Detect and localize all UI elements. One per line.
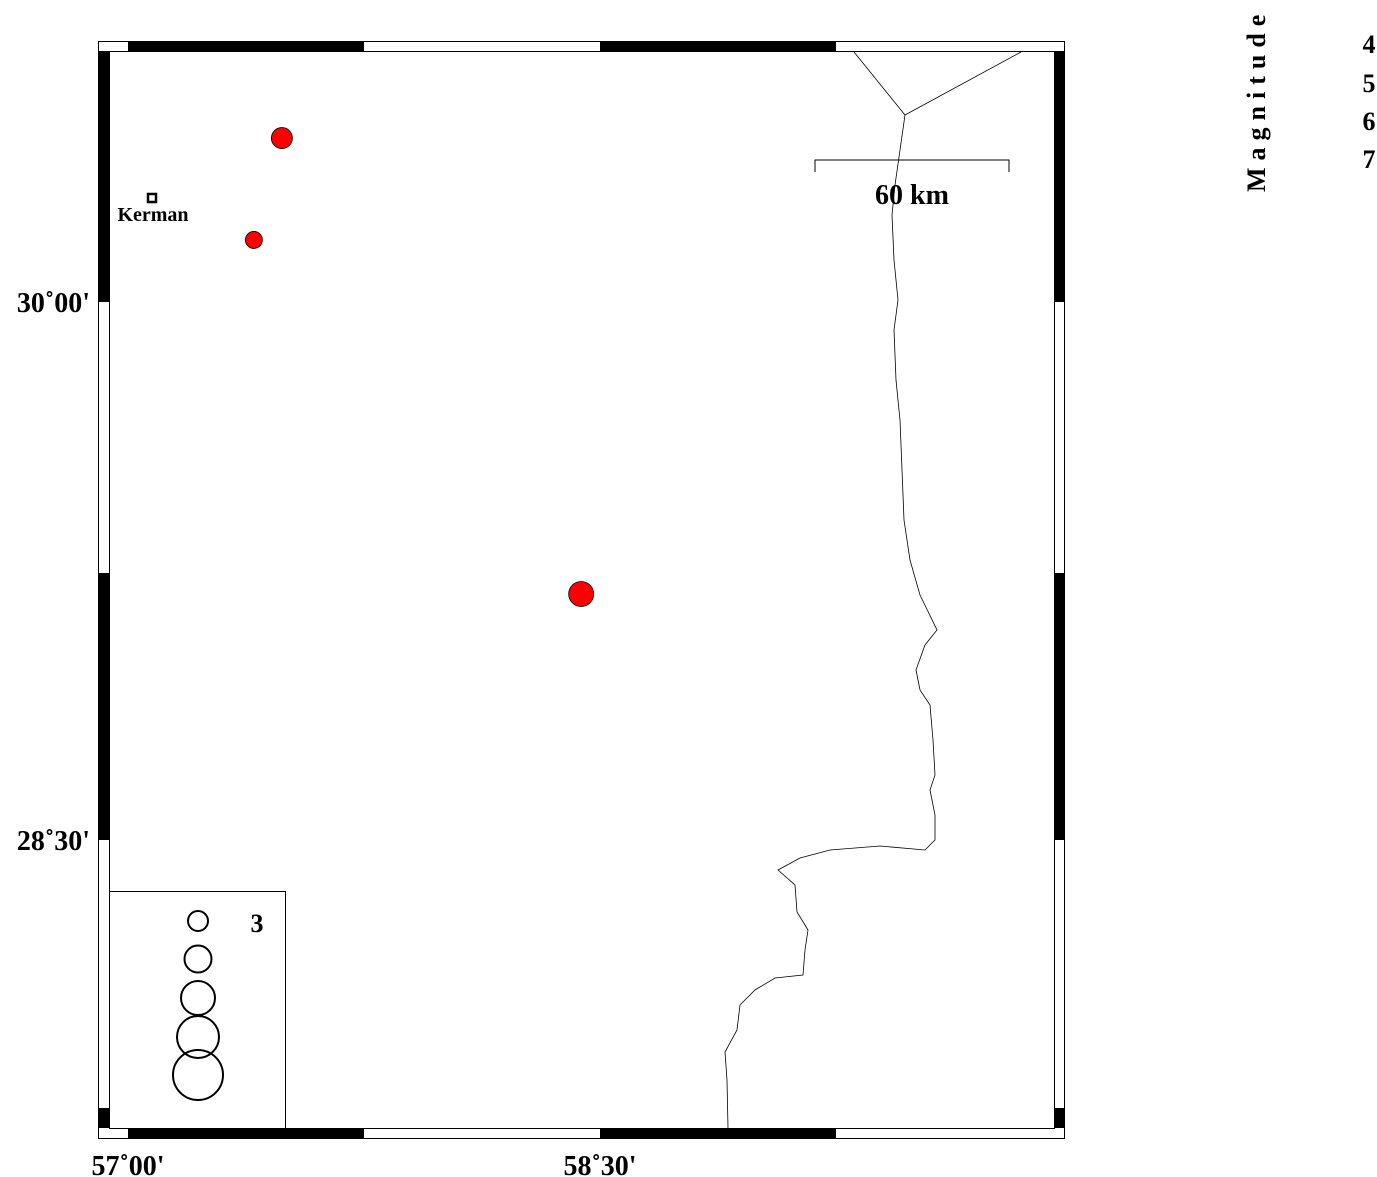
y-tick-label: 28˚30' xyxy=(17,826,90,857)
earthquake-marker xyxy=(270,127,293,149)
scale-bar: 60 km xyxy=(814,159,1010,211)
legend-label: 5 xyxy=(1363,69,1376,98)
earthquake-events xyxy=(244,127,595,607)
scale-bar-label: 60 km xyxy=(875,180,949,211)
x-tick-label: 57˚00' xyxy=(91,1151,164,1177)
city-marker-icon xyxy=(146,192,158,204)
magnitude-legend: 3 xyxy=(109,891,286,1129)
legend-title: Magnitude xyxy=(1242,8,1271,192)
city-label: Kerman xyxy=(117,204,188,226)
legend-label: 6 xyxy=(1363,107,1376,136)
legend-label: 3 xyxy=(251,909,264,938)
y-tick-label: 30˚00' xyxy=(17,288,90,319)
country-border xyxy=(724,114,938,1129)
earthquake-marker xyxy=(568,581,595,607)
earthquake-marker xyxy=(244,231,263,249)
x-tick-label: 58˚30' xyxy=(563,1151,636,1177)
legend-label: 7 xyxy=(1363,145,1376,174)
legend-label: 4 xyxy=(1363,30,1376,59)
